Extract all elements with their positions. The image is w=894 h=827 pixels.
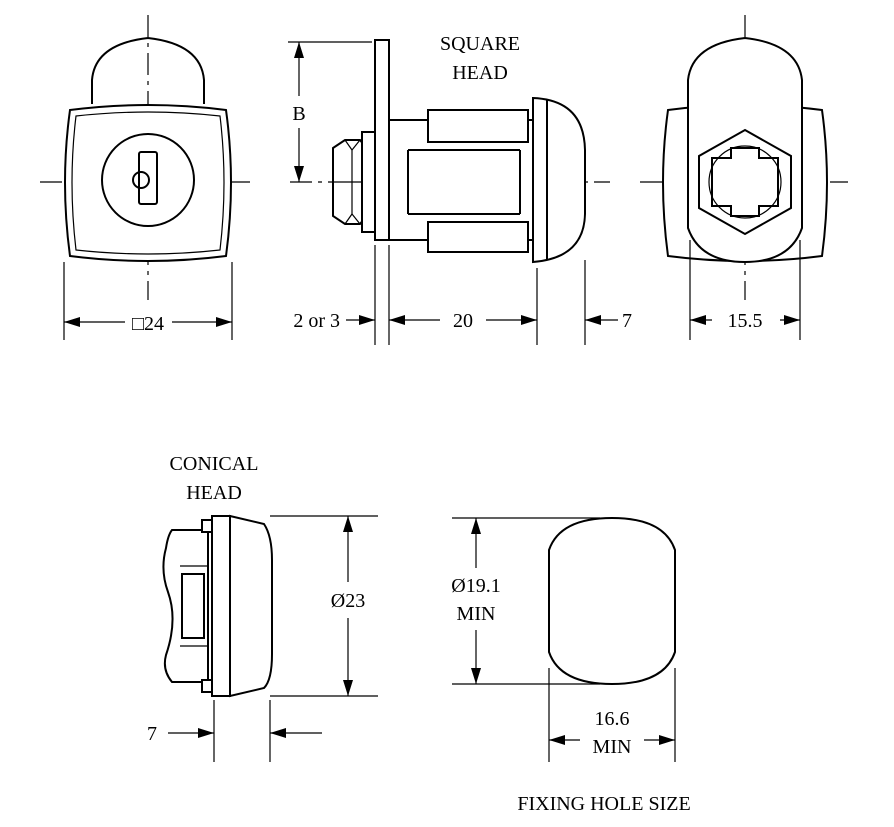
front-view: □24	[40, 15, 250, 340]
conical-head-label-2: HEAD	[186, 482, 242, 504]
dim-hole-width-1: 16.6	[595, 708, 630, 730]
dim-conical-depth: 7	[147, 723, 157, 745]
side-view: B 2 or 3 20 7 SQUARE HEAD	[288, 33, 632, 345]
dim-hole-width-2: MIN	[593, 736, 632, 758]
dim-height-b: B	[292, 103, 305, 125]
conical-head-view: CONICAL HEAD Ø23 7	[147, 453, 378, 762]
dim-square-width: □24	[132, 313, 164, 335]
conical-head-label-1: CONICAL	[170, 453, 259, 475]
fixing-hole-size-label: FIXING HOLE SIZE	[517, 793, 690, 815]
dim-hole-diameter-2: MIN	[457, 603, 496, 625]
fixing-hole-view: Ø19.1 MIN 16.6 MIN FIXING HOLE SIZE	[451, 516, 691, 815]
square-head-label-2: HEAD	[452, 62, 508, 84]
dim-width-flat: 15.5	[728, 310, 763, 332]
dim-body-length: 20	[453, 310, 473, 332]
back-view: 15.5	[640, 15, 848, 340]
square-head-label-1: SQUARE	[440, 33, 520, 55]
dim-flange-thickness: 2 or 3	[293, 310, 340, 332]
dim-head-depth: 7	[622, 310, 632, 332]
dim-hole-diameter-1: Ø19.1	[451, 575, 500, 597]
dim-conical-diameter: Ø23	[331, 590, 365, 612]
